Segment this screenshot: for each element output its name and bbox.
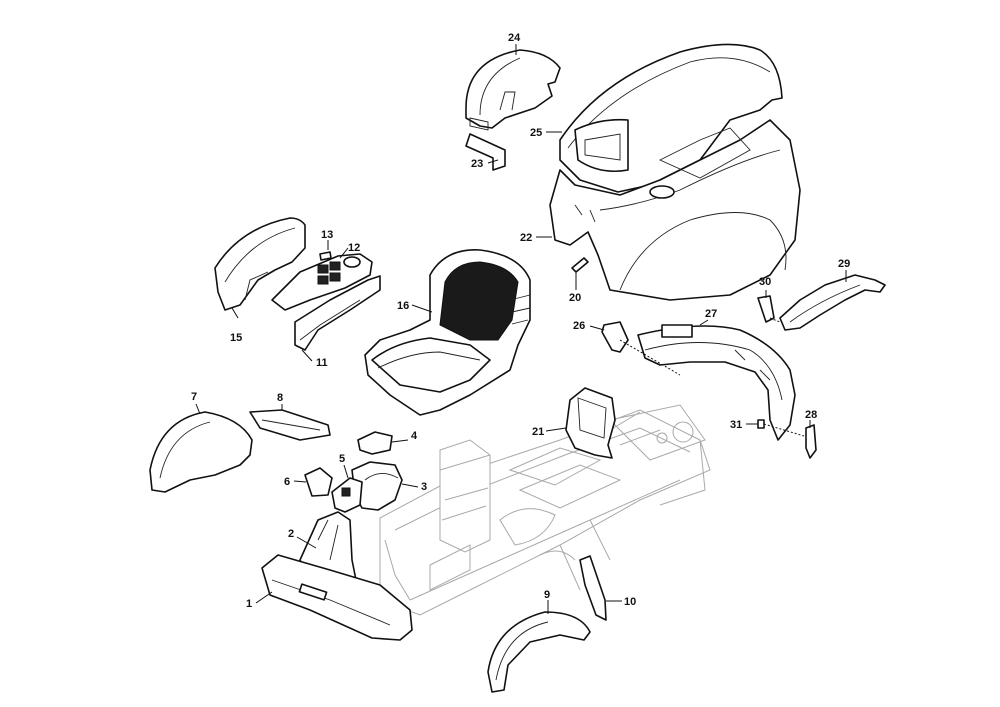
part-15-fender-cover: [214, 217, 306, 311]
leader-lines: [195, 44, 847, 614]
callout-24: 24: [508, 32, 521, 44]
callout-30: 30: [759, 276, 771, 288]
callout-1: 1: [246, 598, 252, 610]
part-25-hood: [559, 43, 783, 193]
callout-3: 3: [421, 481, 427, 493]
part-30-bracket: [757, 295, 775, 323]
callout-22: 22: [520, 232, 532, 244]
chassis-frame: [379, 404, 711, 616]
callout-11: 11: [316, 357, 328, 369]
part-27-rear-fender: [637, 324, 796, 441]
part-22-body-shell: [549, 119, 801, 301]
part-28-clip: [805, 424, 817, 459]
part-29-rear-fender-piece: [779, 274, 886, 331]
part-1-front-bumper: [261, 554, 413, 641]
callout-7: 7: [191, 391, 197, 403]
callout-28: 28: [805, 409, 817, 421]
part-20-clip: [571, 257, 589, 273]
part-8-bar: [249, 409, 331, 441]
callout-13: 13: [321, 229, 333, 241]
callout-2: 2: [288, 528, 294, 540]
callout-9: 9: [544, 589, 550, 601]
callout-15: 15: [230, 332, 242, 344]
part-26-bracket: [601, 321, 629, 353]
callout-8: 8: [277, 392, 283, 404]
part-21-center-bracket: [565, 387, 616, 459]
part-31-screw: [757, 419, 765, 429]
part-9-mudguard: [487, 611, 591, 693]
callout-10: 10: [624, 596, 636, 608]
part-10-guard: [579, 555, 607, 621]
callout-12: 12: [348, 242, 360, 254]
callout-23: 23: [471, 158, 483, 170]
callout-27: 27: [705, 308, 717, 320]
part-4-cover: [357, 431, 393, 455]
callout-16: 16: [397, 300, 409, 312]
part-11-side-panel: [294, 275, 381, 351]
part-12-console: [271, 253, 373, 311]
callout-6: 6: [284, 476, 290, 488]
callout-labels: 1 2 3 4 5 6 7 8 9 10 11 12 13 15 16 20 2…: [191, 32, 850, 610]
part-3-dash-pod: [351, 461, 403, 511]
callout-4: 4: [411, 430, 418, 442]
callout-20: 20: [569, 292, 581, 304]
part-5-switch-module: [331, 477, 363, 513]
part-7-front-fender: [149, 411, 253, 493]
callout-21: 21: [532, 426, 544, 438]
callout-5: 5: [339, 453, 345, 465]
part-16-seat: [364, 249, 531, 416]
callout-25: 25: [530, 127, 542, 139]
part-13-tab: [319, 251, 332, 261]
callout-29: 29: [838, 258, 850, 270]
part-24-hood-cover: [465, 49, 561, 131]
callout-26: 26: [573, 320, 585, 332]
callout-31: 31: [730, 419, 742, 431]
part-6-panel: [304, 467, 333, 497]
